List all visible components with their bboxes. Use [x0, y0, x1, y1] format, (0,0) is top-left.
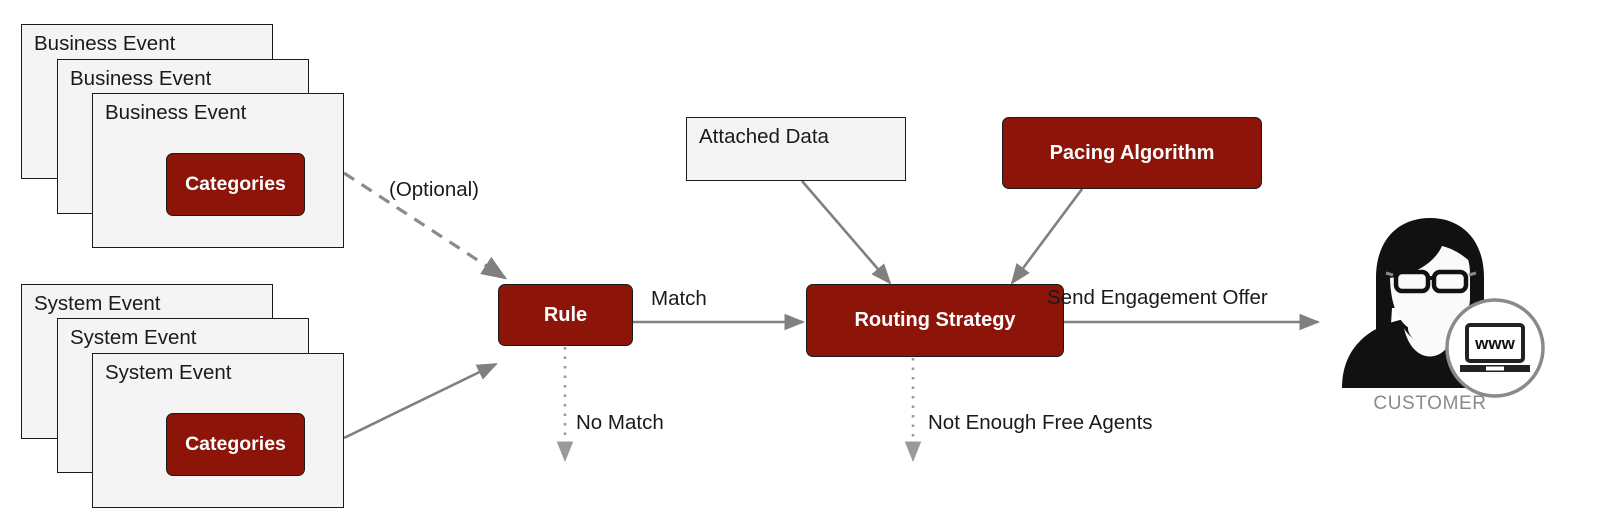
node-routing-strategy-label: Routing Strategy — [854, 309, 1016, 331]
node-pacing-algorithm[interactable]: Pacing Algorithm — [1002, 117, 1262, 189]
system-event-categories-label: Categories — [185, 433, 286, 455]
system-event-card-label: System Event — [105, 361, 232, 384]
edge-label-send-engagement-offer: Send Engagement Offer — [1047, 286, 1268, 309]
edge-label-match: Match — [651, 287, 707, 310]
node-routing-strategy[interactable]: Routing Strategy — [806, 284, 1064, 357]
laptop-www-badge-icon: www — [1445, 298, 1545, 398]
www-badge-text: www — [1474, 334, 1515, 353]
system-event-card-label: System Event — [70, 326, 197, 349]
edge-pacing-to-routing — [1010, 188, 1084, 285]
node-rule-label: Rule — [543, 303, 588, 326]
edge-label-no-match: No Match — [576, 411, 664, 434]
customer-caption: CUSTOMER — [1373, 393, 1487, 414]
business-event-card-label: Business Event — [34, 32, 176, 55]
node-rule[interactable]: Rule — [498, 284, 633, 346]
business-event-categories-label: Categories — [185, 173, 286, 195]
system-event-card-label: System Event — [34, 292, 161, 315]
node-attached-data-label: Attached Data — [699, 125, 829, 148]
business-event-card-front[interactable]: Business Event Categories — [92, 93, 344, 248]
node-attached-data[interactable]: Attached Data — [686, 117, 906, 181]
edge-attached-data-to-routing — [801, 180, 892, 285]
edge-label-optional: (Optional) — [389, 178, 480, 201]
business-event-card-label: Business Event — [105, 101, 247, 124]
edge-label-not-enough-free-agents: Not Enough Free Agents — [928, 411, 1153, 434]
system-event-card-front[interactable]: System Event Categories — [92, 353, 344, 508]
node-pacing-algorithm-label: Pacing Algorithm — [1049, 141, 1215, 164]
system-event-categories-chip[interactable]: Categories — [166, 413, 305, 476]
business-event-categories-chip[interactable]: Categories — [166, 153, 305, 216]
edge-system-event-to-rule — [343, 362, 498, 440]
business-event-card-label: Business Event — [70, 67, 212, 90]
